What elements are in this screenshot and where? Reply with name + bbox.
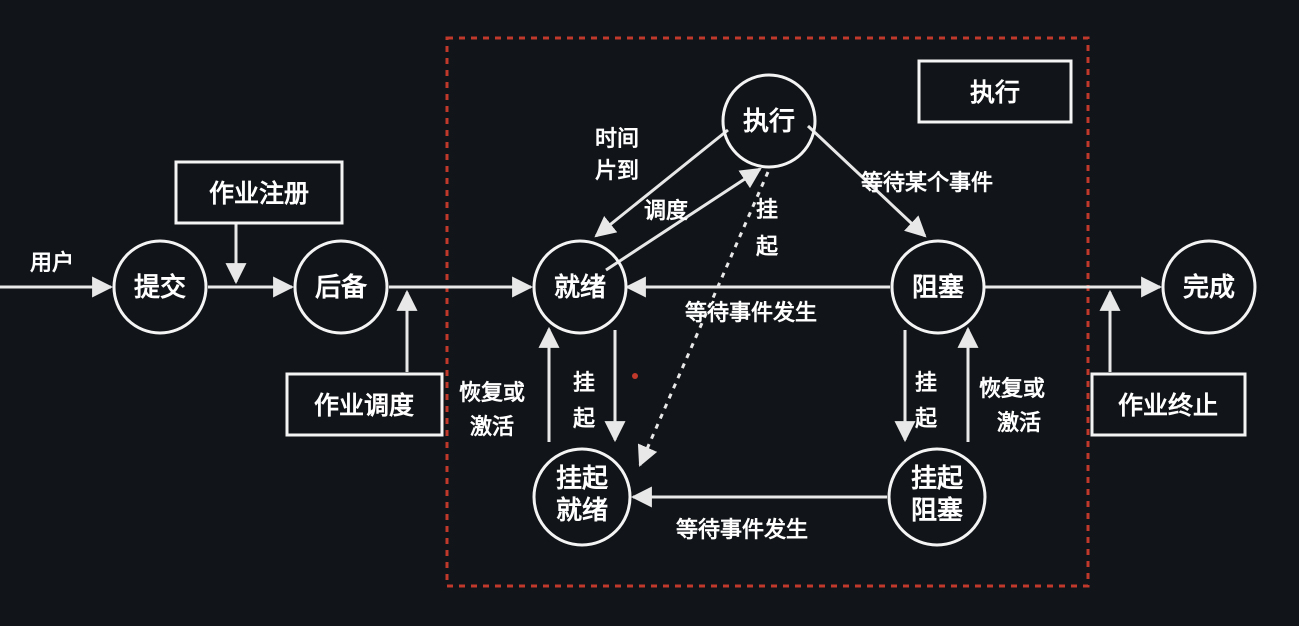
edge-execute-blocked bbox=[806, 124, 927, 238]
register-label: 作业注册 bbox=[209, 179, 309, 208]
node-suspended-blocked-label-1: 挂起 bbox=[911, 464, 964, 494]
label-suspend-exec-2: 起 bbox=[755, 235, 779, 260]
register-box bbox=[174, 160, 344, 225]
node-execute: 执行 bbox=[721, 73, 817, 169]
node-ready-label: 就绪 bbox=[554, 272, 606, 303]
node-done: 完成 bbox=[1161, 239, 1257, 335]
schedule-box bbox=[285, 372, 444, 437]
label-suspend-right-2: 起 bbox=[914, 407, 938, 432]
label-suspend-right-1: 挂 bbox=[915, 370, 937, 396]
label-event-occurs-top: 等待事件发生 bbox=[685, 300, 817, 326]
node-execute-label: 执行 bbox=[743, 106, 795, 137]
node-done-label: 完成 bbox=[1183, 272, 1235, 303]
node-backup: 后备 bbox=[293, 239, 389, 335]
label-resume-right-1: 恢复或 bbox=[979, 376, 1045, 402]
node-blocked: 阻塞 bbox=[890, 239, 986, 335]
node-blocked-label: 阻塞 bbox=[912, 272, 964, 303]
label-timeslice-2: 片到 bbox=[595, 159, 639, 184]
node-suspended-ready-label-2: 就绪 bbox=[556, 495, 608, 526]
label-dispatch: 调度 bbox=[644, 198, 689, 224]
node-submit: 提交 bbox=[112, 239, 208, 335]
label-timeslice-1: 时间 bbox=[595, 127, 639, 152]
node-backup-label: 后备 bbox=[315, 273, 368, 303]
label-suspend-left-1: 挂 bbox=[573, 370, 595, 396]
execute-region-box bbox=[917, 59, 1073, 124]
edge-execute-ready bbox=[594, 128, 729, 238]
node-submit-label: 提交 bbox=[134, 272, 186, 303]
label-resume-left-2: 激活 bbox=[470, 414, 514, 440]
label-event-occurs-bottom: 等待事件发生 bbox=[676, 517, 808, 543]
terminate-label: 作业终止 bbox=[1118, 391, 1218, 420]
node-suspended-ready: 挂起 就绪 bbox=[532, 447, 632, 547]
edge-ready-execute bbox=[605, 167, 762, 272]
terminate-box bbox=[1090, 372, 1247, 437]
label-user: 用户 bbox=[30, 250, 74, 276]
node-suspended-blocked-label-2: 阻塞 bbox=[911, 495, 963, 526]
label-resume-right-2: 激活 bbox=[997, 410, 1041, 436]
schedule-label: 作业调度 bbox=[314, 391, 414, 420]
node-suspended-ready-label-1: 挂起 bbox=[556, 464, 609, 494]
label-wait-event: 等待某个事件 bbox=[861, 170, 993, 196]
label-suspend-exec-1: 挂 bbox=[756, 197, 778, 223]
execute-region-label: 执行 bbox=[970, 78, 1020, 107]
execution-region-border bbox=[445, 36, 1090, 588]
red-dot-mark bbox=[632, 373, 638, 379]
label-suspend-left-2: 起 bbox=[572, 407, 596, 432]
label-resume-left-1: 恢复或 bbox=[459, 380, 525, 406]
node-suspended-blocked: 挂起 阻塞 bbox=[887, 447, 987, 547]
edge-execute-suspend-ready bbox=[637, 171, 770, 467]
node-ready: 就绪 bbox=[532, 239, 628, 335]
